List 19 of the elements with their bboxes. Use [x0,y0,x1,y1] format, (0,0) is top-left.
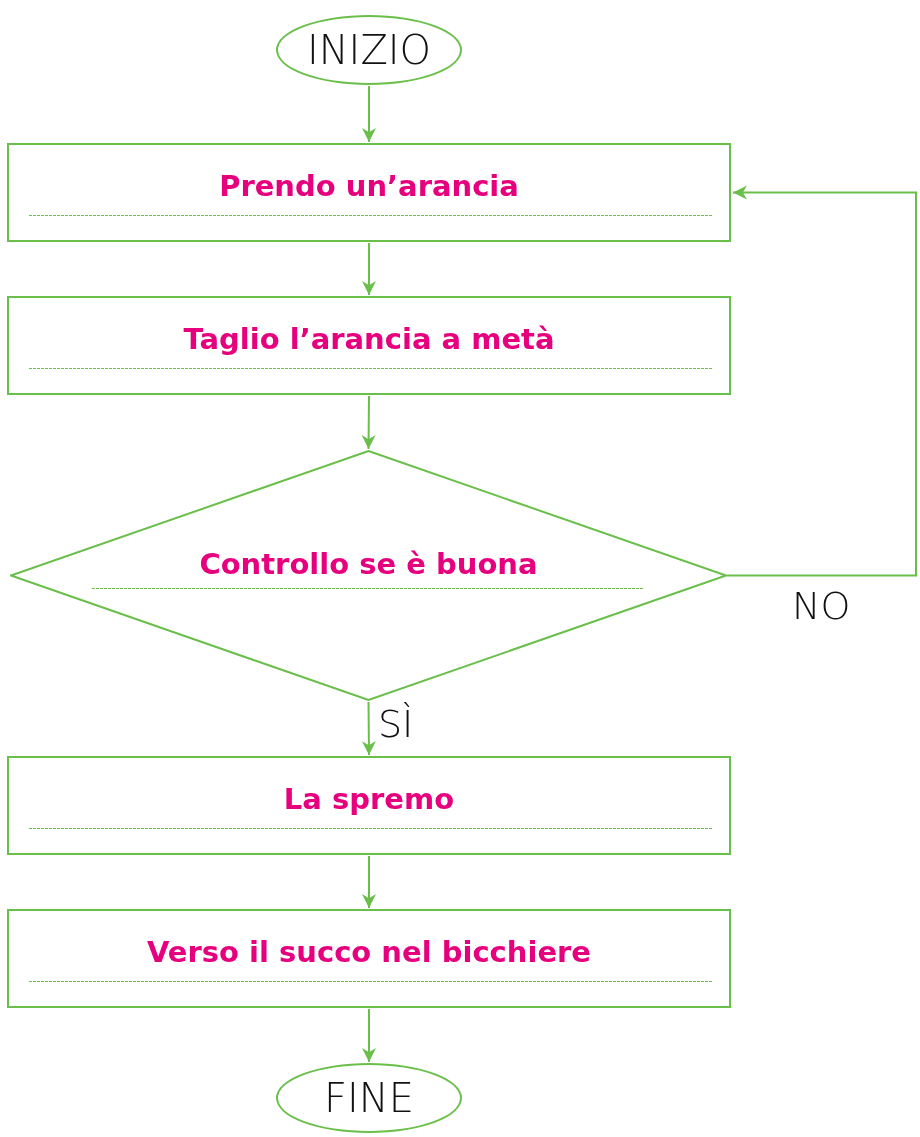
arrow [362,855,376,909]
arrow [362,85,376,143]
step-label: Verso il succo nel bicchiere [146,935,592,969]
process-box [7,756,731,855]
decision-diamond [10,450,727,701]
terminal-label: FINE [324,1075,414,1121]
process-box [7,909,731,1008]
arrow [361,395,376,450]
step-label: La spremo [283,782,455,816]
step-label: Prendo un’arancia [219,169,519,203]
terminal-label: INIZIO [306,27,432,73]
process-box [7,143,731,242]
arrow [726,185,917,577]
decision-label: Controllo se è buona [199,547,538,581]
step-label: Taglio l’arancia a metà [183,322,555,356]
arrow [362,1008,376,1063]
arrow [362,242,376,296]
arrow [361,701,376,756]
process-box [7,296,731,395]
